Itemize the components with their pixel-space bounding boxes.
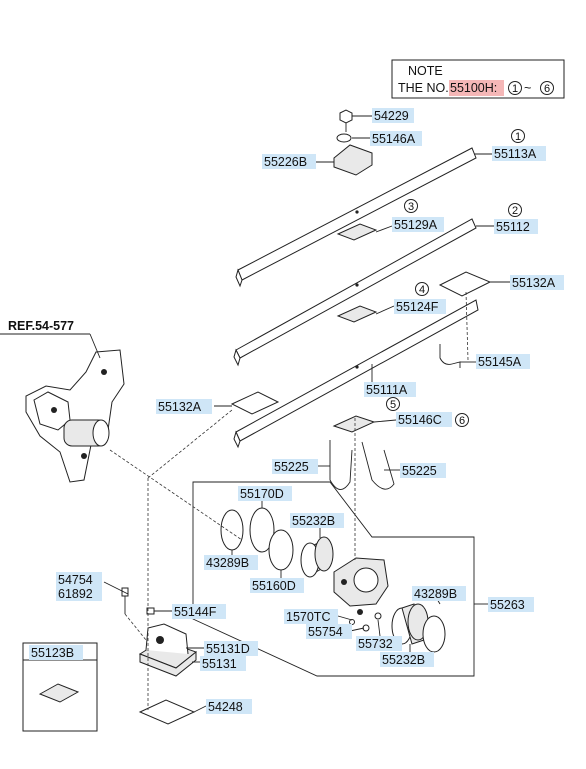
ref-label: REF.54-577 <box>8 319 74 333</box>
circled-number-2: 2 <box>508 203 522 217</box>
label-54229: 54229 <box>374 109 409 123</box>
pad-55132A-left <box>230 391 280 415</box>
label-55124F: 55124F <box>396 300 439 314</box>
label-55146A: 55146A <box>372 132 416 146</box>
label-55225-left: 55225 <box>274 460 309 474</box>
circled-number-5: 5 <box>386 397 400 411</box>
leaf-spring-3 <box>233 299 479 449</box>
circled-number-4: 4 <box>415 282 429 296</box>
leaf-spring-1 <box>235 147 477 288</box>
label-55232B-bottom: 55232B <box>382 653 425 667</box>
pad-55129A <box>336 223 378 241</box>
bolt-54229 <box>339 109 353 132</box>
label-55170D: 55170D <box>240 487 284 501</box>
circled-number-6: 6 <box>455 413 469 427</box>
seal-43289B-right <box>422 615 446 653</box>
label-55732: 55732 <box>358 637 393 651</box>
label-55129A: 55129A <box>394 218 438 232</box>
label-55112: 55112 <box>496 220 530 234</box>
u-bolt-55145A <box>439 344 461 368</box>
label-55113A: 55113A <box>494 147 537 161</box>
label-55146C: 55146C <box>398 413 442 427</box>
svg-text:3: 3 <box>408 201 414 213</box>
label-55263: 55263 <box>490 598 525 612</box>
label-55232B-top: 55232B <box>292 514 335 528</box>
label-55144F: 55144F <box>174 605 217 619</box>
svg-text:6: 6 <box>459 415 465 427</box>
svg-text:2: 2 <box>512 205 518 217</box>
note-tilde: ~ <box>524 81 531 95</box>
label-55111A: 55111A <box>366 383 408 397</box>
label-43289B-left: 43289B <box>206 556 249 570</box>
ring-55160D <box>268 529 294 571</box>
label-1570TC: 1570TC <box>286 610 330 624</box>
note-part-number: 55100H: <box>450 81 497 95</box>
mount-55131 <box>138 623 198 677</box>
circled-number-1: 1 <box>511 129 525 143</box>
pad-55124F <box>336 305 378 323</box>
svg-text:4: 4 <box>419 284 425 296</box>
label-55123B: 55123B <box>31 646 74 660</box>
label-55225-right: 55225 <box>402 464 437 478</box>
u-bolt-55225-left <box>329 440 353 490</box>
label-54248: 54248 <box>208 700 243 714</box>
ref-hanger-assembly <box>25 349 125 483</box>
pad-55146C <box>332 415 376 433</box>
label-55160D: 55160D <box>252 579 296 593</box>
pad-55132A-right <box>438 271 492 297</box>
label-55132A-right: 55132A <box>512 276 556 290</box>
label-54754: 54754 <box>58 573 93 587</box>
label-55132A-left: 55132A <box>158 400 202 414</box>
label-55131: 55131 <box>202 657 237 671</box>
label-55754: 55754 <box>308 625 343 639</box>
circled-number-3: 3 <box>404 199 418 213</box>
grease-fitting-1570TC <box>349 619 355 625</box>
label-55131D: 55131D <box>206 642 250 656</box>
note-box: NOTE THE NO. 55100H: 1 ~ 6 <box>391 59 565 99</box>
note-title: NOTE <box>408 64 443 78</box>
shackle-bracket <box>333 557 389 615</box>
note-range-end: 6 <box>544 83 550 95</box>
label-43289B-right: 43289B <box>414 587 457 601</box>
label-55145A: 55145A <box>478 355 522 369</box>
part-labels: 54229 55146A 55226B 55113A 55129A 55112 … <box>29 108 564 714</box>
bolt-55732 <box>374 612 382 620</box>
pad-55226B <box>333 144 373 176</box>
bushing-55232B-top <box>300 536 334 578</box>
note-prefix: THE NO. <box>398 81 449 95</box>
svg-text:1: 1 <box>515 131 521 143</box>
label-55226B: 55226B <box>264 155 307 169</box>
label-61892: 61892 <box>58 587 93 601</box>
washer-55146A <box>336 133 352 143</box>
bushing-kit-outline <box>192 481 475 677</box>
note-range-start: 1 <box>512 83 518 95</box>
leaf-spring-2 <box>233 218 477 367</box>
u-bolt-55225-right <box>361 441 395 490</box>
svg-text:5: 5 <box>390 399 396 411</box>
seal-43289B-left <box>220 509 244 551</box>
